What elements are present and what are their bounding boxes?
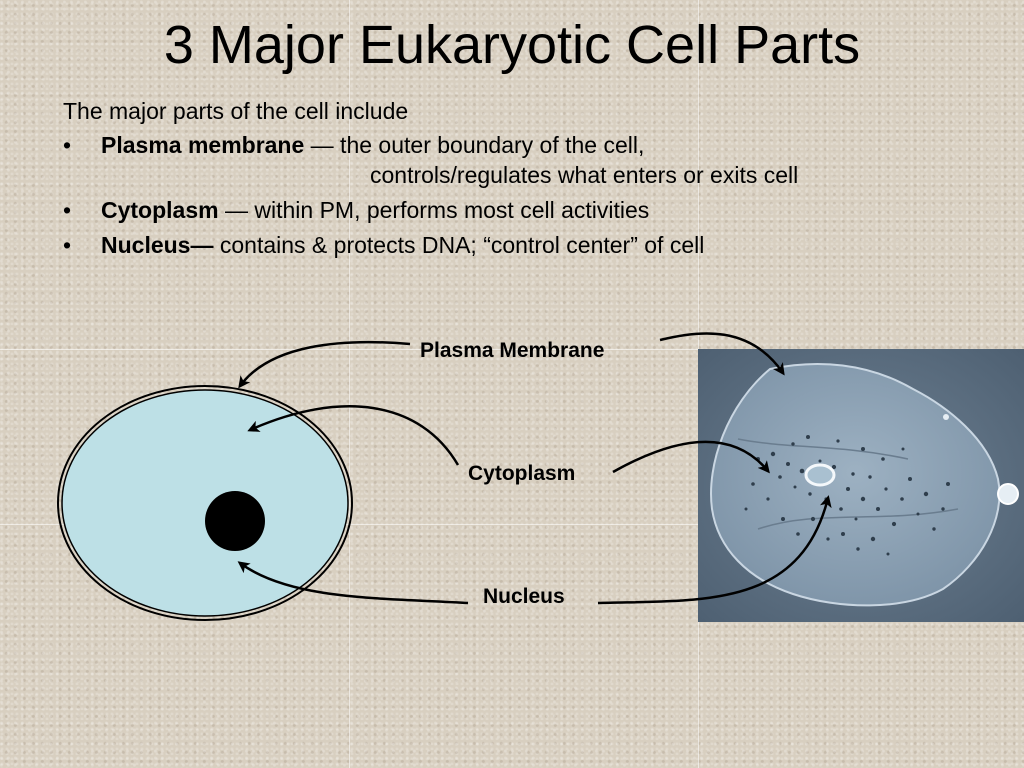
grid-line	[0, 524, 1024, 525]
bullet-plasma-membrane: • Plasma membrane — the outer boundary o…	[63, 130, 798, 190]
micrograph-bubble	[943, 414, 949, 420]
cell-micrograph	[698, 349, 1024, 622]
micrograph-bubble	[997, 483, 1019, 505]
slide-title: 3 Major Eukaryotic Cell Parts	[163, 15, 861, 75]
bullet-nucleus: • Nucleus— contains & protects DNA; “con…	[63, 230, 798, 260]
bullet-cytoplasm: • Cytoplasm — within PM, performs most c…	[63, 195, 798, 225]
bullet-term: Cytoplasm	[101, 197, 219, 223]
intro-text: The major parts of the cell include	[63, 98, 409, 124]
diagram-nucleus	[205, 491, 265, 551]
label-plasma-membrane: Plasma Membrane	[420, 339, 605, 362]
bullet-text: — the outer boundary of the cell,	[304, 132, 645, 158]
bullet-list: • Plasma membrane — the outer boundary o…	[63, 130, 798, 265]
bullet-marker: •	[63, 132, 72, 158]
arrow-cytoplasm-left	[247, 405, 460, 466]
diagram-cytoplasm	[61, 389, 349, 617]
bullet-continuation: controls/regulates what enters or exits …	[370, 162, 799, 188]
bullet-term: Plasma membrane	[101, 132, 305, 158]
bullet-term: Nucleus—	[101, 232, 214, 258]
diagram-plasma-membrane-outer	[57, 385, 353, 621]
bullet-text: — within PM, performs most cell activiti…	[218, 197, 650, 223]
bullet-marker: •	[63, 197, 72, 223]
arrow-nucleus-left	[237, 561, 469, 605]
micrograph-nucleus	[804, 463, 836, 487]
grid-line	[0, 349, 1024, 350]
label-cytoplasm: Cytoplasm	[468, 462, 576, 485]
bullet-text: contains & protects DNA; “control center…	[213, 232, 705, 258]
bullet-marker: •	[63, 232, 72, 258]
label-nucleus: Nucleus	[483, 585, 565, 608]
